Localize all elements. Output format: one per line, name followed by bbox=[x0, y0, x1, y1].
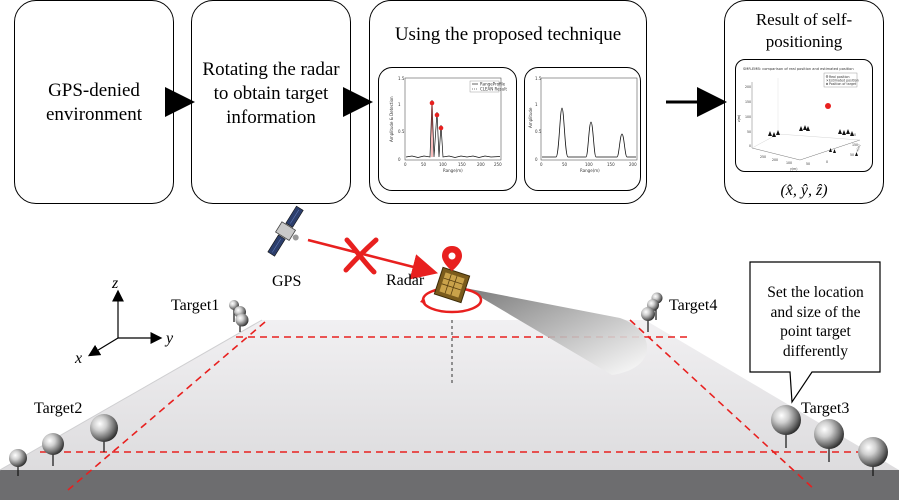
amp-xtick-2: 100 bbox=[585, 162, 593, 167]
gps-signal-arrow bbox=[307, 238, 439, 280]
rp-noise-line bbox=[405, 99, 501, 158]
svg-text:100: 100 bbox=[745, 115, 751, 119]
rp-xtick-2: 100 bbox=[439, 162, 447, 167]
target1-label: Target1 bbox=[171, 297, 220, 314]
coordinate-axes bbox=[87, 289, 163, 357]
amp-xtick-3: 150 bbox=[607, 162, 615, 167]
target4-label: Target4 bbox=[669, 297, 718, 314]
rp-ytick-2: 1 bbox=[398, 102, 401, 107]
radar-beam bbox=[465, 288, 648, 375]
range-profile-plot: 1.5 1 0.5 0 0 50 100 150 200 250 Range(m… bbox=[389, 76, 507, 173]
amp-xtick-4: 200 bbox=[629, 162, 637, 167]
result-zlabel: z(m) bbox=[737, 115, 741, 122]
floor-surface bbox=[0, 320, 899, 470]
self-positioning-title: Result of self-positioning bbox=[755, 10, 853, 51]
svg-text:50: 50 bbox=[850, 153, 854, 157]
svg-text:150: 150 bbox=[852, 143, 858, 147]
rp-ytick-0: 0 bbox=[398, 157, 401, 162]
rotating-radar-text: Rotating the radar to obtain target info… bbox=[202, 59, 340, 128]
gps-denied-box: GPS-denied environment bbox=[14, 0, 174, 204]
svg-text:100: 100 bbox=[786, 161, 792, 165]
amp-xtick-1: 50 bbox=[562, 162, 568, 167]
axis-x-label: x bbox=[75, 350, 83, 367]
floor-edge bbox=[0, 470, 899, 500]
rp-ytick-1: 0.5 bbox=[398, 129, 405, 134]
proposed-technique-title: Using the proposed technique bbox=[394, 24, 622, 45]
svg-text:×: × bbox=[826, 79, 829, 83]
amp-xtick-0: 0 bbox=[540, 162, 543, 167]
amp-ylabel: Amplitude bbox=[528, 107, 533, 128]
rp-xtick-0: 0 bbox=[404, 162, 407, 167]
target3-label: Target3 bbox=[801, 400, 850, 417]
rp-peak-3 bbox=[438, 125, 444, 131]
axis-y-label: y bbox=[166, 330, 174, 347]
svg-text:200: 200 bbox=[745, 85, 751, 89]
target2-label: Target2 bbox=[34, 400, 83, 417]
svg-text:150: 150 bbox=[745, 100, 751, 104]
amp-ytick-1: 0.5 bbox=[535, 129, 542, 134]
rp-ytick-3: 1.5 bbox=[398, 76, 405, 81]
result-ylabel: x(m) bbox=[855, 144, 861, 152]
satellite-icon bbox=[267, 205, 304, 257]
rp-peak-1 bbox=[429, 100, 435, 106]
rp-xlabel: Range(m) bbox=[443, 168, 463, 173]
target1-spheres bbox=[229, 300, 249, 332]
amp-ytick-2: 1 bbox=[535, 102, 538, 107]
estimated-position-marker bbox=[825, 103, 831, 109]
amp-signal-line bbox=[542, 107, 636, 158]
target4-spheres bbox=[641, 292, 663, 332]
result-xlabel: y(m) bbox=[790, 167, 797, 171]
result-legend-2: Estimated position bbox=[829, 79, 859, 83]
rp-xtick-4: 200 bbox=[477, 162, 485, 167]
amp-ytick-3: 1.5 bbox=[535, 76, 542, 81]
radar-device bbox=[420, 246, 483, 314]
svg-text:250: 250 bbox=[760, 155, 766, 159]
axis-z-label: z bbox=[112, 275, 119, 292]
rp-xtick-5: 250 bbox=[494, 162, 502, 167]
self-positioning-box: Result of self-positioning (x̂, ŷ, ẑ) bbox=[724, 0, 884, 204]
svg-text:200: 200 bbox=[772, 158, 778, 162]
callout-text: Set the location and size of the point t… bbox=[767, 284, 864, 360]
blocked-x-icon bbox=[343, 237, 379, 275]
amp-xlabel: Range(m) bbox=[580, 168, 600, 173]
estimated-position-formula: (x̂, ŷ, ẑ) bbox=[780, 182, 828, 199]
amplitude-plot: 1.5 1 0.5 0 0 50 100 150 200 Range(m) Am… bbox=[528, 76, 638, 173]
rp-peak-2 bbox=[434, 112, 440, 118]
rp-xtick-3: 150 bbox=[458, 162, 466, 167]
gps-label: GPS bbox=[272, 273, 302, 290]
rp-ylabel: Amplitude & Detection bbox=[389, 96, 394, 142]
rp-legend-2: CLEAN Result bbox=[480, 87, 507, 92]
svg-text:50: 50 bbox=[806, 162, 810, 166]
result-3d-plot: SMR-EMB: comparison of real position and… bbox=[737, 67, 861, 171]
radar-label: Radar bbox=[386, 272, 425, 289]
target2-spheres bbox=[9, 414, 118, 476]
result-legend-3: Position of target bbox=[829, 82, 857, 86]
rp-legend-1: RangeProfile bbox=[480, 82, 506, 87]
result-plot-title: SMR-EMB: comparison of real position and… bbox=[743, 67, 854, 71]
result-legend-1: Real position bbox=[829, 75, 850, 79]
svg-text:0: 0 bbox=[749, 144, 751, 148]
target3-spheres bbox=[771, 405, 888, 476]
amp-ytick-0: 0 bbox=[535, 157, 538, 162]
rp-xtick-1: 50 bbox=[421, 162, 427, 167]
floor-scene bbox=[0, 319, 899, 500]
callout-bubble bbox=[749, 261, 881, 404]
svg-text:0: 0 bbox=[826, 160, 828, 164]
svg-text:50: 50 bbox=[747, 130, 751, 134]
gps-denied-text: GPS-denied environment bbox=[45, 80, 143, 125]
